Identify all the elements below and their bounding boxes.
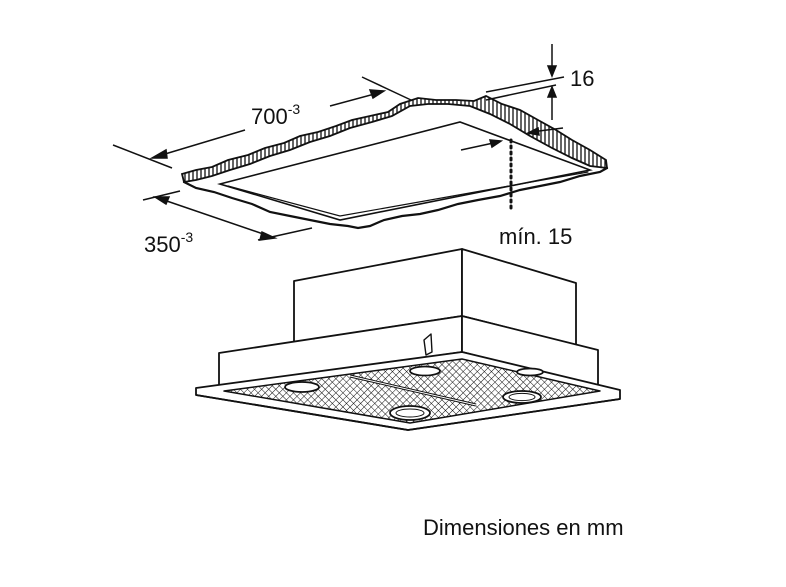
cooker-hood <box>195 248 621 431</box>
thickness-value: 16 <box>570 66 595 91</box>
dimension-depth <box>142 190 313 241</box>
label-depth: 350-3 <box>144 229 193 258</box>
hatched-edge <box>180 95 609 184</box>
dimension-min-distance <box>460 126 564 214</box>
min-distance-value: mín. 15 <box>499 224 573 249</box>
label-min-distance: mín. 15 <box>499 224 572 250</box>
cutout-panel <box>180 95 609 230</box>
label-thickness: 16 <box>570 66 594 92</box>
dimension-width <box>112 76 412 169</box>
caption-units: Dimensiones en mm <box>423 515 624 540</box>
width-tolerance: -3 <box>287 101 301 117</box>
depth-value: 350 <box>144 232 181 257</box>
dimension-thickness <box>485 44 565 120</box>
width-value: 700 <box>251 104 288 129</box>
depth-tolerance: -3 <box>180 229 194 245</box>
label-width: 700-3 <box>251 101 300 130</box>
